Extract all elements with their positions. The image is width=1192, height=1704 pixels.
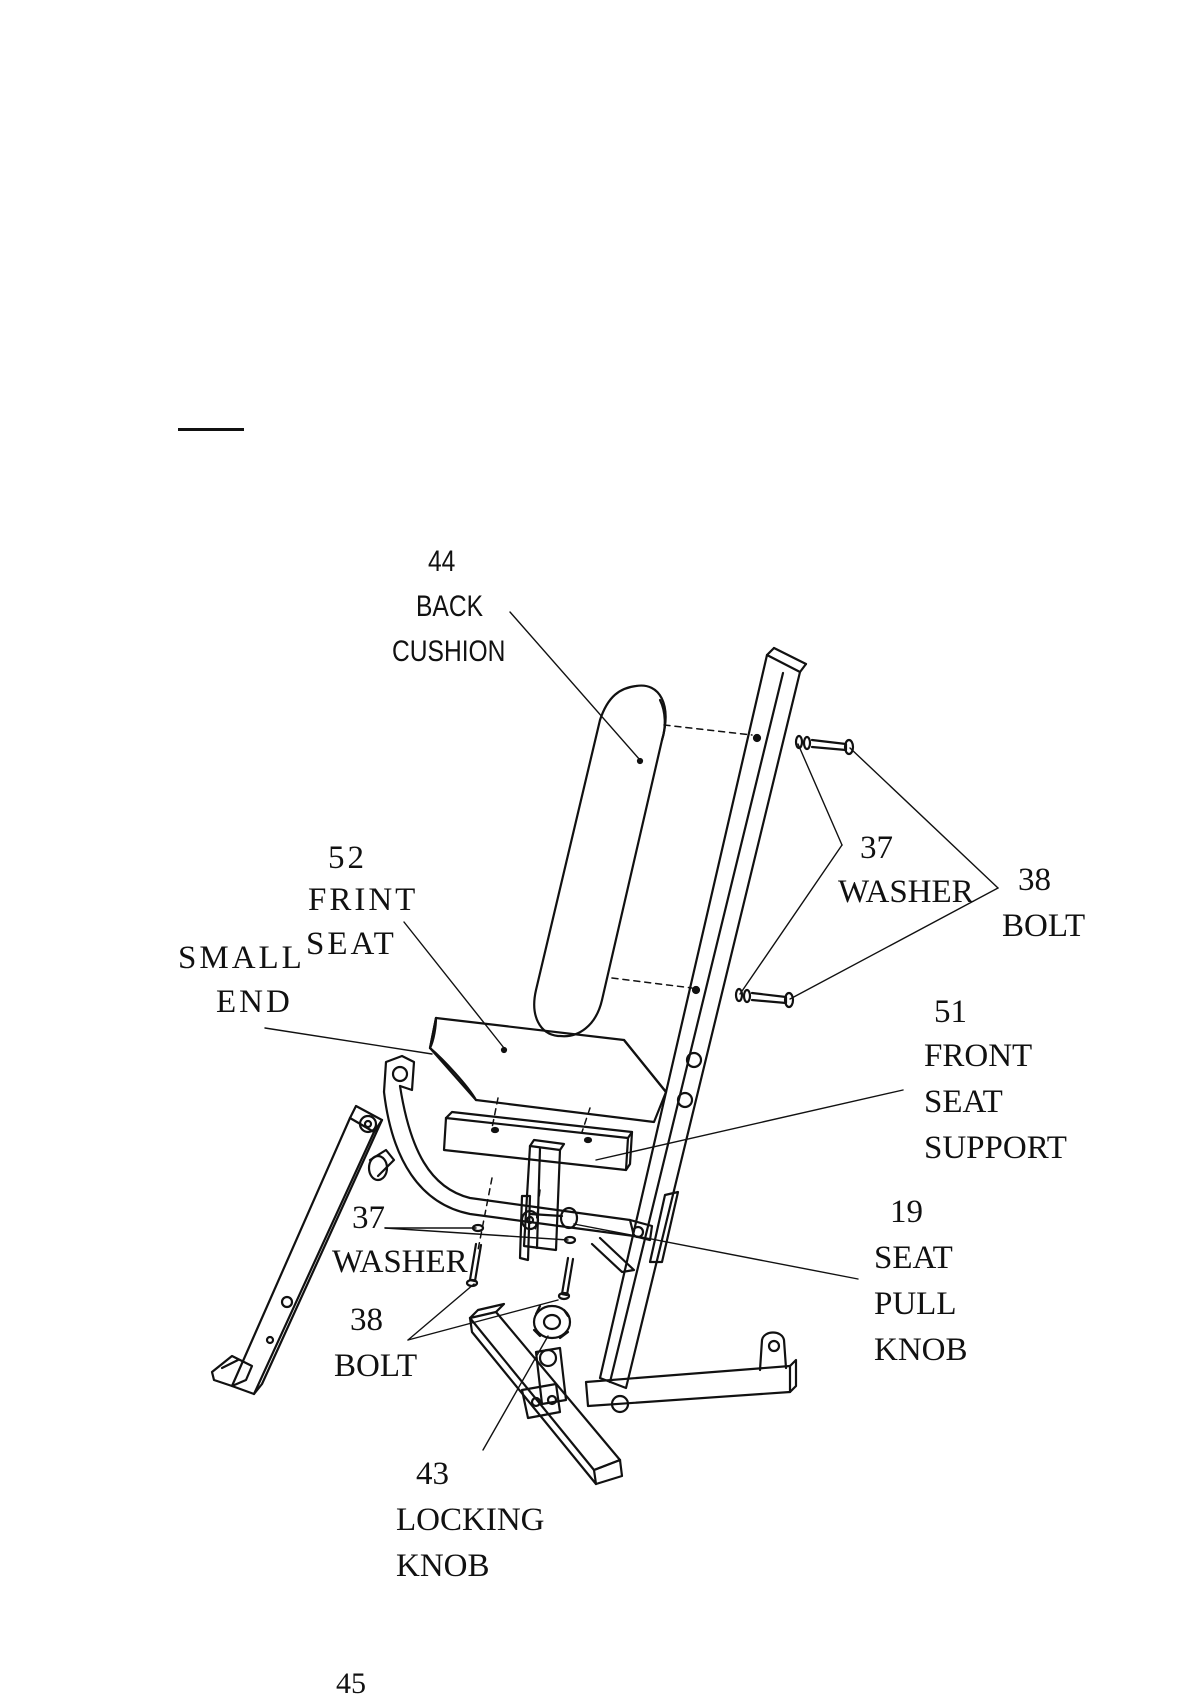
label-washer-top-number: 37 [860,828,893,868]
label-bolt-top-number: 38 [1018,860,1051,900]
label-washer-bottom-line1: WASHER [332,1242,468,1282]
label-back-cushion-line2: CUSHION [392,630,505,674]
label-front-seat-line2: SEAT [306,924,397,964]
label-back-cushion-number: 44 [428,540,455,584]
label-locking-knob-line2: KNOB [396,1546,490,1586]
label-front-seat-number: 52 [328,838,367,878]
top-bolt-upper [796,736,853,754]
upright-frame-part [600,648,806,1388]
label-front-seat-support-line2: SEAT [924,1082,1003,1122]
back-cushion-part [534,686,665,1037]
top-bolt-lower [736,989,793,1007]
curved-seat-frame-part [360,1056,652,1272]
locking-knob-part [534,1306,570,1338]
label-back-cushion-line1: BACK [416,585,483,629]
label-washer-top-line1: WASHER [838,872,974,912]
label-front-seat-support-line1: FRONT [924,1036,1032,1076]
label-bolt-bottom-number: 38 [350,1300,383,1340]
label-seat-pull-knob-number: 19 [890,1192,923,1232]
label-front-seat-support-line3: SUPPORT [924,1128,1067,1168]
page-number: 45 [336,1664,366,1704]
label-washer-bottom-number: 37 [352,1198,385,1238]
label-bolt-bottom-line1: BOLT [334,1346,417,1386]
label-bolt-top-line1: BOLT [1002,906,1085,946]
label-front-seat-line1: FRINT [308,880,418,920]
label-seat-pull-knob-line1: SEAT [874,1238,953,1278]
label-small-end-line1: SMALL [178,938,305,978]
base-frame-part [470,1304,796,1484]
label-locking-knob-number: 43 [416,1454,449,1494]
label-locking-knob-line1: LOCKING [396,1500,544,1540]
alignment-lines [478,725,752,1250]
label-small-end-line2: END [216,982,293,1022]
label-seat-pull-knob-line3: KNOB [874,1330,968,1370]
label-seat-pull-knob-line2: PULL [874,1284,957,1324]
label-front-seat-support-number: 51 [934,992,967,1032]
